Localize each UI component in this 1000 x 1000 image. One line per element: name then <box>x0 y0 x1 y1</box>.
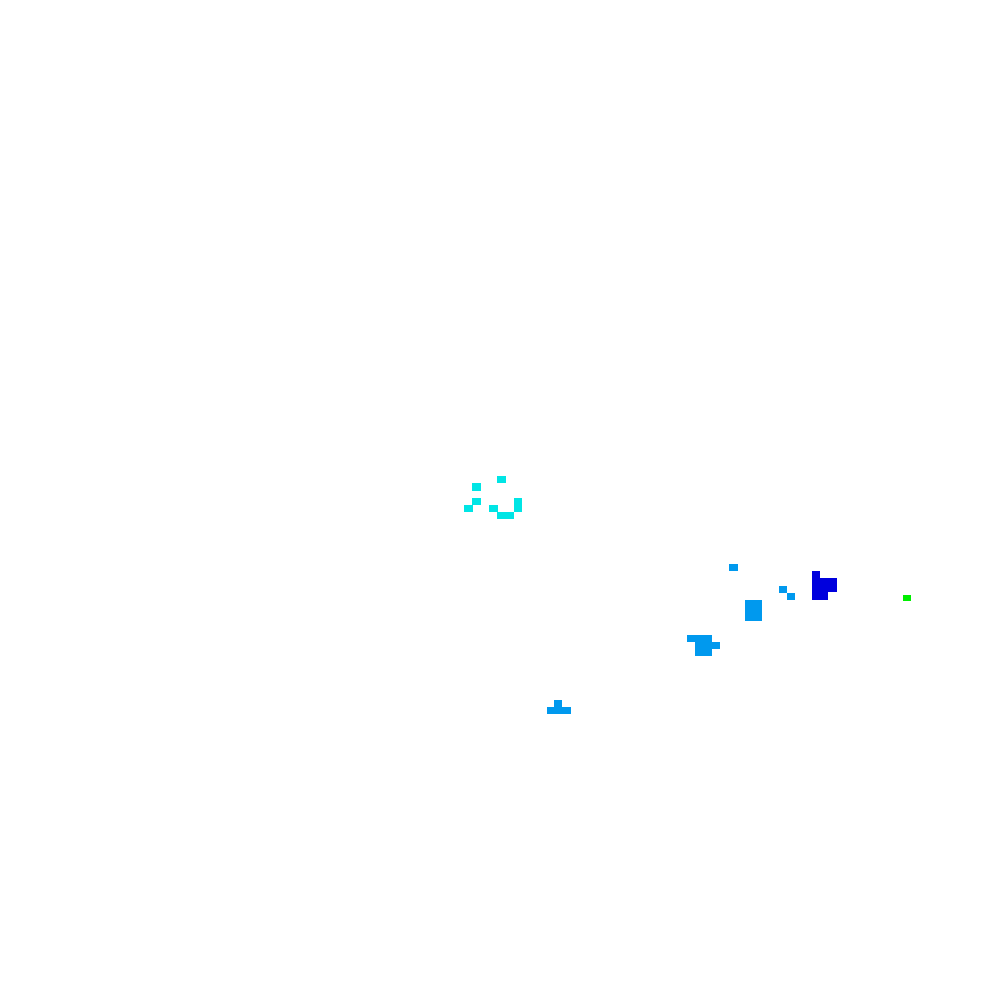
light-blue-pixel <box>779 586 787 593</box>
green-cluster <box>903 595 911 601</box>
cyan-pixel <box>472 483 481 491</box>
cyan-pixel <box>497 512 514 519</box>
cyan-cluster <box>464 476 522 519</box>
light-blue-cluster-b <box>745 600 762 621</box>
cyan-pixel <box>514 498 522 512</box>
light-blue-cluster-a <box>729 564 795 600</box>
light-blue-cluster-d <box>547 700 571 714</box>
light-blue-pixel <box>745 600 762 621</box>
cyan-pixel <box>472 498 481 505</box>
dark-blue-pixel <box>812 571 820 578</box>
light-blue-pixel <box>695 649 712 656</box>
light-blue-pixel <box>547 707 571 714</box>
light-blue-cluster-c <box>687 635 720 656</box>
dark-blue-pixel <box>812 592 828 600</box>
light-blue-pixel <box>787 593 795 600</box>
light-blue-pixel <box>687 635 712 642</box>
cyan-pixel <box>489 505 498 512</box>
light-blue-pixel <box>729 564 738 571</box>
light-blue-pixel <box>554 700 562 707</box>
dark-blue-cluster <box>812 571 837 600</box>
green-pixel <box>903 595 911 601</box>
light-blue-pixel <box>695 642 720 649</box>
dark-blue-pixel <box>812 578 837 592</box>
cyan-pixel <box>497 476 506 483</box>
cyan-pixel <box>464 505 473 512</box>
